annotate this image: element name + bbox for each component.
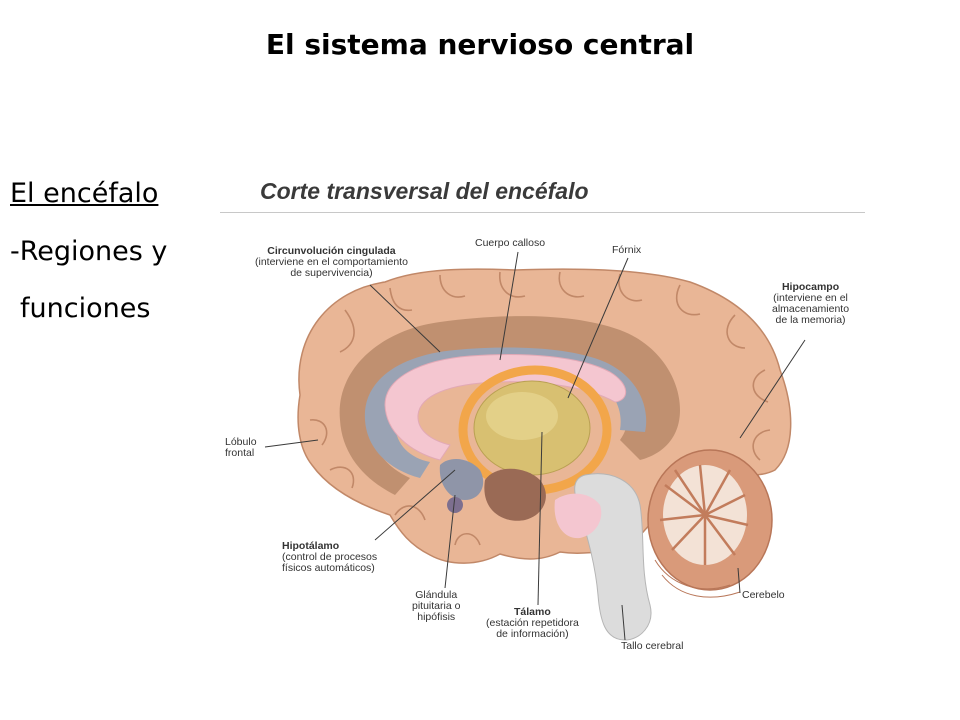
side-line-regiones: -Regiones y [10, 236, 168, 267]
label-cuerpo-calloso: Cuerpo calloso [475, 237, 546, 249]
midbrain [484, 468, 546, 521]
label-hipocampo: Hipocampo (interviene en el almacenamien… [772, 281, 850, 326]
pituitary [447, 497, 463, 513]
cerebellum [647, 449, 773, 598]
pons [554, 493, 602, 539]
slide-title: El sistema nervioso central [265, 28, 695, 61]
label-lobulo-frontal: Lóbulo frontal [225, 436, 257, 459]
label-talamo: Tálamo (estación repetidora de informaci… [486, 606, 579, 640]
label-cerebelo: Cerebelo [742, 589, 785, 601]
side-line-funciones: funciones [20, 293, 151, 324]
label-tallo-cerebral: Tallo cerebral [621, 640, 684, 652]
figure-title-rule [220, 212, 865, 213]
label-circunvolucion-name: Circunvolución cingulada [267, 245, 396, 257]
label-circunvolucion-desc-1: (interviene en el comportamiento [255, 256, 408, 268]
label-circunvolucion-cingulada: Circunvolución cingulada (interviene en … [255, 246, 408, 279]
hypothalamus-region [439, 458, 484, 500]
figure-title: Corte transversal del encéfalo [260, 178, 589, 204]
label-fornix: Fórnix [612, 244, 642, 256]
thalamus-highlight [486, 392, 558, 440]
label-circunvolucion-desc-2: de supervivencia) [290, 267, 373, 279]
label-hipotalamo: Hipotálamo (control de procesos físicos … [282, 540, 378, 574]
side-line-encefalo: El encéfalo [10, 178, 159, 209]
leader-lines [264, 251, 806, 641]
corpus-callosum [384, 354, 627, 461]
label-glandula-pituitaria: Glándula pituitaria o hipófisis [412, 589, 461, 623]
